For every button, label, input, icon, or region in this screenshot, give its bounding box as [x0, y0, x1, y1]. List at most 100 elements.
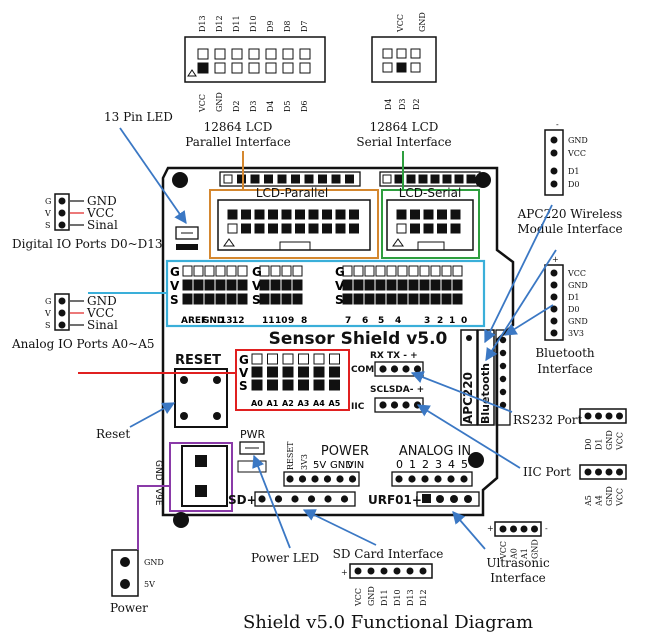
bluetooth-title-2: Interface	[537, 362, 593, 376]
ultrasonic-label-2: Interface	[490, 571, 546, 585]
lcd-parallel-pin	[241, 223, 251, 234]
digital-pin	[353, 265, 364, 277]
lcd-parallel-pin	[295, 223, 305, 234]
analog-in-label: 3	[435, 458, 442, 471]
lcd-serial-pin	[423, 223, 434, 234]
digital-pin	[430, 265, 441, 277]
parallel-bottom-label: GND	[215, 92, 224, 112]
lcd-serial-title-1: 12864 LCD	[370, 120, 439, 134]
digital-pin	[397, 293, 408, 305]
digital-pin-label: 13	[220, 316, 233, 326]
digital-pin	[386, 279, 397, 291]
parallel-top-label: D7	[300, 20, 309, 32]
digital-pin-label: 9	[288, 316, 294, 326]
serial-bottom-label: D2	[412, 98, 421, 110]
bluetooth-header-pin	[499, 349, 507, 357]
pin13-led-label: 13 Pin LED	[104, 110, 173, 124]
port-pin	[605, 412, 613, 420]
gvs-pin	[58, 221, 66, 229]
serial-pin	[396, 48, 407, 59]
port-pin	[393, 567, 401, 575]
digital-pin-label: 7	[345, 316, 351, 326]
serial-pin	[382, 48, 393, 59]
bluetooth-pin-label: 3V3	[568, 329, 584, 338]
serial-top-label: GND	[418, 12, 427, 32]
top-header-pin	[250, 174, 260, 184]
digital-pin-label: 11	[262, 316, 275, 326]
lcd-parallel-pin	[254, 209, 265, 220]
top-header-pin	[406, 174, 416, 184]
digital-pin	[430, 279, 441, 291]
top-header-pin	[430, 174, 440, 184]
digital-pin	[408, 265, 419, 277]
lcd-parallel-pin	[349, 223, 359, 234]
analog-pin	[282, 366, 294, 378]
top-header-pin	[223, 174, 233, 184]
digital-pin	[419, 279, 430, 291]
parallel-pin	[248, 62, 260, 74]
digital-pin	[259, 293, 270, 305]
analog-pin	[267, 379, 278, 391]
analog-pin-label: A2	[282, 399, 294, 408]
gvs-label: GND	[87, 294, 117, 308]
digital-pin	[182, 265, 193, 277]
digital-pin	[364, 265, 375, 277]
analog-in-pin	[447, 475, 455, 483]
sd-pin	[307, 495, 316, 503]
sd-card-pin-label: VCC	[354, 588, 363, 607]
lcd-parallel-pin	[281, 223, 292, 234]
lcd-parallel-pin	[281, 209, 292, 220]
gvs-letter: S	[45, 321, 50, 330]
bluetooth-pin-label: D1	[568, 293, 580, 302]
mount-hole-bl	[173, 512, 189, 528]
iic-pin-label: A4	[595, 495, 604, 507]
lcd-serial-pin	[450, 209, 461, 220]
lcd-parallel-pin	[335, 209, 346, 220]
svg-text:Bluetooth: Bluetooth	[479, 363, 492, 424]
dc-jack: GND V9E	[153, 442, 233, 512]
apc220-pin	[550, 180, 558, 188]
iic-pin	[379, 401, 387, 409]
top-header-row	[219, 171, 481, 187]
top-header-pin	[264, 174, 273, 184]
power-led-label: Power LED	[251, 551, 319, 565]
analog-in-pin	[395, 475, 403, 483]
svg-text:GND: GND	[144, 558, 164, 567]
serial-pin	[410, 48, 421, 59]
digital-row-letter: S	[335, 293, 344, 307]
power-pin	[323, 475, 332, 483]
parallel-top-label: D11	[232, 15, 241, 32]
digital-pin	[364, 279, 375, 291]
leader-lines	[78, 151, 404, 550]
digital-pin	[452, 265, 463, 277]
digital-pin	[215, 265, 226, 277]
digital-pin	[419, 265, 430, 277]
port-pin	[595, 468, 602, 476]
urf-pin	[464, 495, 472, 503]
svg-text:5V: 5V	[144, 580, 155, 589]
digital-pin-label: 2	[437, 316, 443, 326]
analog-pin	[329, 366, 340, 378]
top-header-pin	[394, 174, 404, 184]
digital-pin	[237, 293, 248, 305]
digital-pin	[237, 279, 248, 291]
parallel-top-label: D8	[283, 20, 292, 32]
apc220-pin-label: VCC	[567, 149, 586, 158]
analog-in-label: 4	[448, 458, 455, 471]
port-pin	[499, 525, 507, 533]
digital-pin	[397, 265, 408, 277]
bluetooth-pin	[550, 317, 558, 325]
analog-row-letter: V	[239, 366, 249, 380]
parallel-bottom-label: D2	[232, 100, 241, 112]
analog-in-label: 2	[422, 458, 429, 471]
analog-in-pin	[434, 475, 442, 483]
port-pin	[367, 567, 375, 575]
